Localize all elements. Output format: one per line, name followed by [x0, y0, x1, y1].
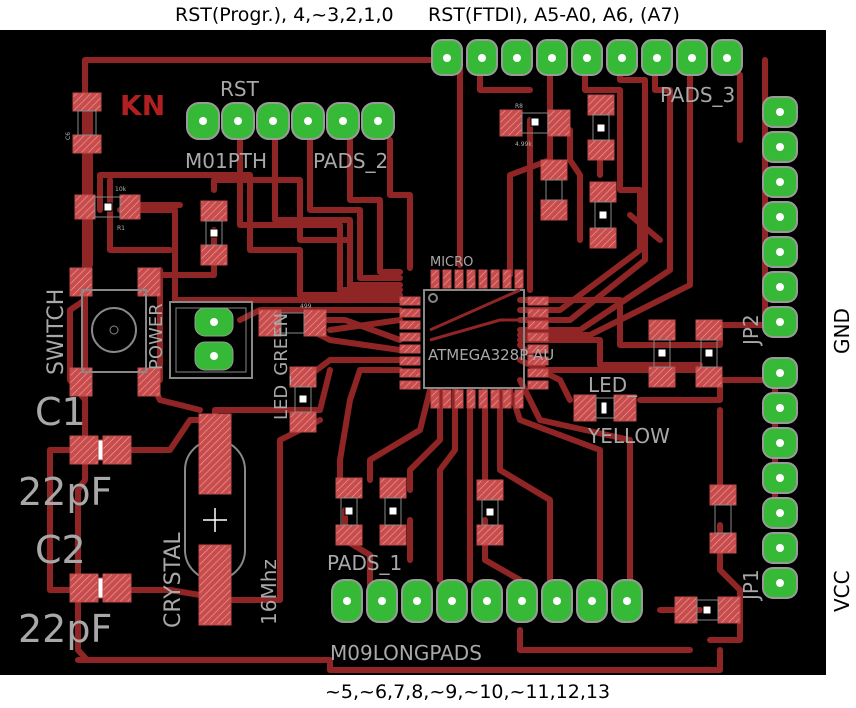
caption-gnd: GND — [830, 308, 854, 354]
bottom-header-pins — [331, 579, 643, 623]
c2-label: C2 — [35, 528, 86, 572]
crystal-component — [184, 413, 246, 626]
c1-label: C1 — [35, 390, 86, 434]
led-green-label: LED_GREEN — [271, 313, 292, 420]
logo-label: KN — [120, 89, 165, 122]
crystal-label: CRYSTAL — [161, 532, 186, 628]
silkscreen-labels: KN RST M01PTH PADS_2 PADS_3 MICRO ATMEGA… — [18, 77, 763, 665]
right-header-pins — [762, 96, 798, 599]
caption-top-left: RST(Progr.), 4,~3,2,1,0 — [175, 4, 394, 26]
pads2-label: PADS_2 — [313, 149, 388, 173]
caption-vcc: VCC — [830, 570, 854, 612]
smd-components — [69, 92, 741, 624]
mcu-label: ATMEGA328P-AU — [428, 346, 554, 364]
switch-component — [69, 267, 253, 397]
freq-label: 16Mhz — [257, 559, 281, 625]
yellow-label: YELLOW — [587, 424, 670, 448]
r8-label: R8 — [515, 103, 523, 110]
caption-bottom: ~5,~6,7,8,~9,~10,~11,12,13 — [325, 681, 611, 703]
switch-label: SWITCH — [44, 289, 69, 375]
m09-label: M09LONGPADS — [330, 641, 482, 665]
c6-label: C6 — [65, 132, 72, 140]
pads2-header — [186, 102, 395, 140]
r8-value: 4.99k — [515, 141, 532, 148]
m01pth-label: M01PTH — [185, 149, 267, 173]
power-label: POWER — [146, 303, 167, 370]
top-header-pins — [431, 39, 743, 76]
r1-value: 10k — [115, 186, 127, 193]
r1-label: R1 — [117, 225, 125, 232]
c2-value: 22pF — [18, 607, 112, 651]
jp1-label: JP1 — [739, 569, 763, 602]
jp2-label: JP2 — [739, 314, 763, 347]
led-label: LED_ — [588, 373, 638, 397]
r499-value: 499 — [300, 303, 312, 310]
rst-label: RST — [220, 77, 260, 101]
micro-label: MICRO — [430, 255, 473, 270]
caption-top-right: RST(FTDI), A5-A0, A6, (A7) — [428, 4, 680, 26]
c1-value: 22pF — [18, 470, 112, 514]
microcontroller — [399, 269, 549, 409]
pads1-label: PADS_1 — [327, 551, 402, 575]
pads3-label: PADS_3 — [660, 83, 735, 107]
